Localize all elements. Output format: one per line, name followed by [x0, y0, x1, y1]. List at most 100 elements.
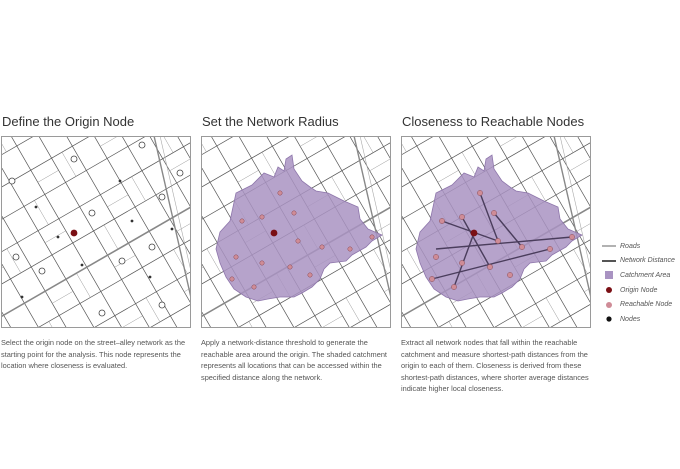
reachable-node — [295, 238, 301, 244]
road-line — [322, 137, 390, 255]
legend-label: Reachable Node — [620, 301, 673, 309]
legend-label: Network Distance — [620, 257, 675, 265]
legend-label: Roads — [620, 242, 641, 250]
road-line — [494, 271, 590, 327]
road-line — [2, 167, 95, 327]
network-distance-line-icon — [602, 256, 616, 266]
street-network-map-closeness — [402, 137, 590, 327]
alley-line — [176, 223, 190, 232]
reachable-node — [459, 260, 465, 266]
street-network — [2, 137, 190, 327]
reachable-node — [451, 284, 457, 290]
alley-line — [107, 194, 129, 208]
alley-line — [576, 223, 590, 232]
reachable-node — [229, 276, 235, 282]
alley-line — [345, 297, 361, 323]
legend-item-network-distance: Network Distance — [602, 254, 680, 269]
road-line — [522, 137, 590, 255]
panel-3-title: Closeness to Reachable Nodes — [402, 114, 585, 129]
alley-line — [237, 170, 259, 183]
alley-line — [103, 224, 119, 250]
reachable-node — [433, 254, 439, 260]
road-line — [122, 137, 190, 255]
alley-line — [300, 137, 317, 147]
alley-line — [61, 152, 77, 177]
origin-node — [470, 229, 478, 237]
network-node — [56, 235, 60, 239]
network-distance-line — [453, 232, 475, 288]
network-node — [118, 179, 122, 183]
arterial-road — [2, 206, 190, 318]
road-line — [38, 239, 190, 327]
reachable-node — [487, 264, 493, 270]
alley-line — [376, 223, 390, 232]
reachable-node — [519, 244, 525, 250]
alley-line — [384, 288, 390, 293]
road-line — [2, 263, 39, 327]
alley-line — [202, 143, 207, 153]
network-node — [20, 295, 24, 299]
reachable-node — [259, 260, 265, 266]
road-line — [38, 137, 150, 327]
panel-2-title: Set the Network Radius — [202, 114, 339, 129]
alley-line — [100, 137, 117, 147]
legend-item-nodes: Nodes — [602, 312, 680, 327]
road-line — [149, 137, 190, 207]
reachable-node — [239, 218, 245, 224]
reachable-node — [429, 276, 435, 282]
arterial-road — [559, 137, 590, 269]
catchment-area — [215, 154, 383, 302]
arterial-road — [159, 137, 190, 269]
catchment-square-icon — [602, 270, 616, 280]
alley-line — [369, 158, 390, 172]
network-distance-line — [435, 236, 573, 250]
origin-node-dot-icon — [602, 285, 616, 295]
network-node — [148, 275, 152, 279]
network-node — [98, 309, 106, 317]
arterial-road — [359, 137, 390, 269]
legend-item-catchment-area: Catchment Area — [602, 268, 680, 283]
road-line — [94, 137, 190, 303]
network-distance-line — [493, 212, 523, 248]
panel-3-description: Extract all network nodes that fall with… — [401, 338, 589, 394]
road-line — [202, 137, 289, 188]
panel-1-title: Define the Origin Node — [2, 114, 135, 129]
reachable-node — [233, 254, 239, 260]
alley-line — [584, 288, 590, 293]
road-line — [202, 137, 233, 155]
alley-line — [76, 273, 91, 298]
alley-line — [52, 291, 74, 304]
panel-2-description: Apply a network-distance threshold to ge… — [201, 338, 387, 382]
reachable-node — [347, 246, 353, 252]
alley-line — [500, 137, 517, 147]
road-line — [2, 137, 190, 219]
road-line — [66, 137, 178, 327]
network-node — [80, 263, 84, 267]
network-distance-line — [461, 216, 491, 268]
street-network-map-catchment — [202, 137, 390, 327]
origin-node — [270, 229, 278, 237]
alley-line — [145, 297, 161, 323]
origin-node — [70, 229, 78, 237]
alley-line — [248, 321, 253, 327]
network-node — [118, 257, 126, 265]
reachable-node — [277, 190, 283, 196]
network-node — [148, 243, 156, 251]
alley-line — [569, 158, 590, 172]
road-line — [549, 137, 590, 207]
network-node — [170, 227, 174, 231]
road-line — [2, 137, 145, 220]
legend-label: Origin Node — [620, 286, 658, 294]
network-distance-line — [431, 248, 551, 280]
alley-line — [322, 315, 343, 327]
network-node — [158, 193, 166, 201]
network-node — [12, 253, 20, 261]
panel-1-description: Select the origin node on the street–all… — [1, 338, 186, 371]
reachable-node — [319, 244, 325, 250]
road-line — [402, 137, 489, 188]
road-line — [150, 304, 190, 327]
reachable-node — [459, 214, 465, 220]
alley-line — [37, 170, 59, 183]
alley-line — [331, 176, 346, 202]
alley-line — [34, 200, 49, 225]
